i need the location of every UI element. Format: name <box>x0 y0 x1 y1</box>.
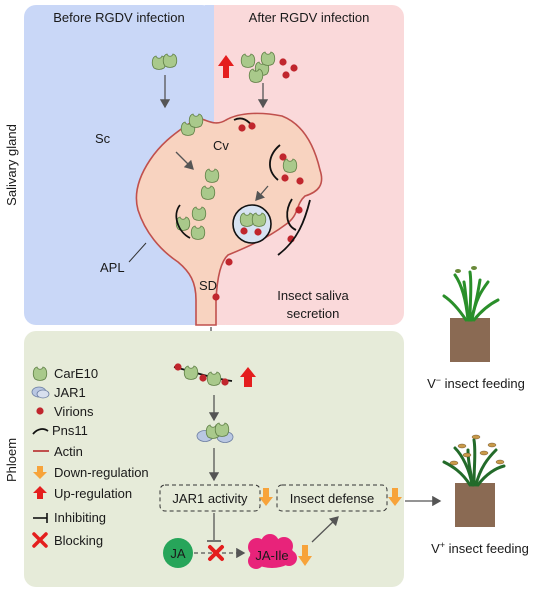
carE10-icon <box>190 225 206 240</box>
carE10-icon <box>282 158 298 173</box>
virion-icon <box>282 71 290 79</box>
virion-icon <box>221 378 229 386</box>
jar1-icon <box>31 386 50 399</box>
cv-label: Cv <box>213 138 229 153</box>
carE10-icon <box>162 53 178 68</box>
after-infection-label: After RGDV infection <box>249 10 370 25</box>
insect-defense-box <box>276 484 388 512</box>
phloem-label: Phloem <box>4 438 19 482</box>
legend-pns11: Pns11 <box>52 423 88 438</box>
sc-label: Sc <box>95 131 111 146</box>
flow-arrow <box>255 185 269 201</box>
flow-arrow <box>311 516 339 543</box>
carE10-icon <box>32 366 48 381</box>
before-infection-label: Before RGDV infection <box>53 10 185 25</box>
healthy-plant-illustration <box>442 266 500 362</box>
virion-icon <box>199 374 207 382</box>
apl-pointer <box>128 242 147 263</box>
ja-node <box>163 538 193 568</box>
inhibit-icon <box>33 513 48 523</box>
flow-arrow <box>175 151 194 170</box>
jar1-activity-label: JAR1 activity <box>172 491 248 506</box>
ja-ile-label: JA-Ile <box>255 548 288 563</box>
virion-icon <box>248 122 256 130</box>
virion-icon <box>281 174 289 182</box>
carE10-icon <box>200 185 216 200</box>
carE10-icon <box>183 365 199 380</box>
insect-saliva-label-2: secretion <box>287 306 340 321</box>
sd-label: SD <box>199 278 217 293</box>
legend-actin: Actin <box>54 444 83 459</box>
legend-up-regulation: Up-regulation <box>54 486 132 501</box>
ja-label: JA <box>170 546 186 561</box>
virion-icon <box>296 177 304 185</box>
ja-ile-node <box>248 534 297 569</box>
virion-icon <box>174 363 182 371</box>
block-icon <box>208 545 224 561</box>
carE10-icon <box>188 113 204 128</box>
carE10-icon <box>206 371 222 386</box>
virion-icon <box>36 407 44 415</box>
carE10-icon <box>204 168 220 183</box>
down-regulation-arrow-icon <box>388 488 402 506</box>
pns11-fiber <box>175 204 191 239</box>
virion-icon <box>238 124 246 132</box>
acinar-cell-shape <box>135 112 323 326</box>
legend: CarE10 JAR1 Virions Pns11 Actin Down-reg… <box>31 366 149 548</box>
virion-icon <box>225 258 233 266</box>
carE10-jar1-complex <box>196 422 234 443</box>
legend-blocking: Blocking <box>54 533 103 548</box>
pns11-fiber <box>277 199 311 256</box>
down-regulation-arrow-icon <box>298 545 312 566</box>
legend-jar1: JAR1 <box>54 385 86 400</box>
legend-down-regulation: Down-regulation <box>54 465 149 480</box>
virion-icon <box>212 293 220 301</box>
carE10-icon <box>240 53 256 68</box>
virion-icon <box>279 58 287 66</box>
v-plus-feeding-label: V+ insect feeding <box>431 540 529 556</box>
infested-plant-illustration <box>442 434 506 527</box>
down-arrow-icon <box>33 466 47 479</box>
virion-icon <box>295 206 303 214</box>
block-icon <box>32 532 48 548</box>
up-regulation-arrow-icon <box>240 367 256 387</box>
legend-inhibiting: Inhibiting <box>54 510 106 525</box>
down-regulation-arrow-icon <box>259 488 273 506</box>
salivary-gland-label: Salivary gland <box>4 124 19 206</box>
virion-icon <box>290 64 298 72</box>
carE10-icon <box>191 206 207 221</box>
up-regulation-arrow-icon <box>218 55 234 78</box>
up-arrow-icon <box>33 486 47 499</box>
pns11-fiber <box>269 144 281 181</box>
carE10-icon <box>248 68 264 83</box>
pns11-icon <box>32 428 49 435</box>
pns11-fiber <box>286 198 297 231</box>
insect-defense-label: Insect defense <box>290 491 375 506</box>
legend-virions: Virions <box>54 404 94 419</box>
vesicle <box>232 204 272 244</box>
insect-saliva-label-1: Insect saliva <box>277 288 349 303</box>
carE10-icon <box>260 51 276 66</box>
v-minus-feeding-label: V− insect feeding <box>427 375 525 391</box>
legend-carE10: CarE10 <box>54 366 98 381</box>
apl-label: APL <box>100 260 125 275</box>
